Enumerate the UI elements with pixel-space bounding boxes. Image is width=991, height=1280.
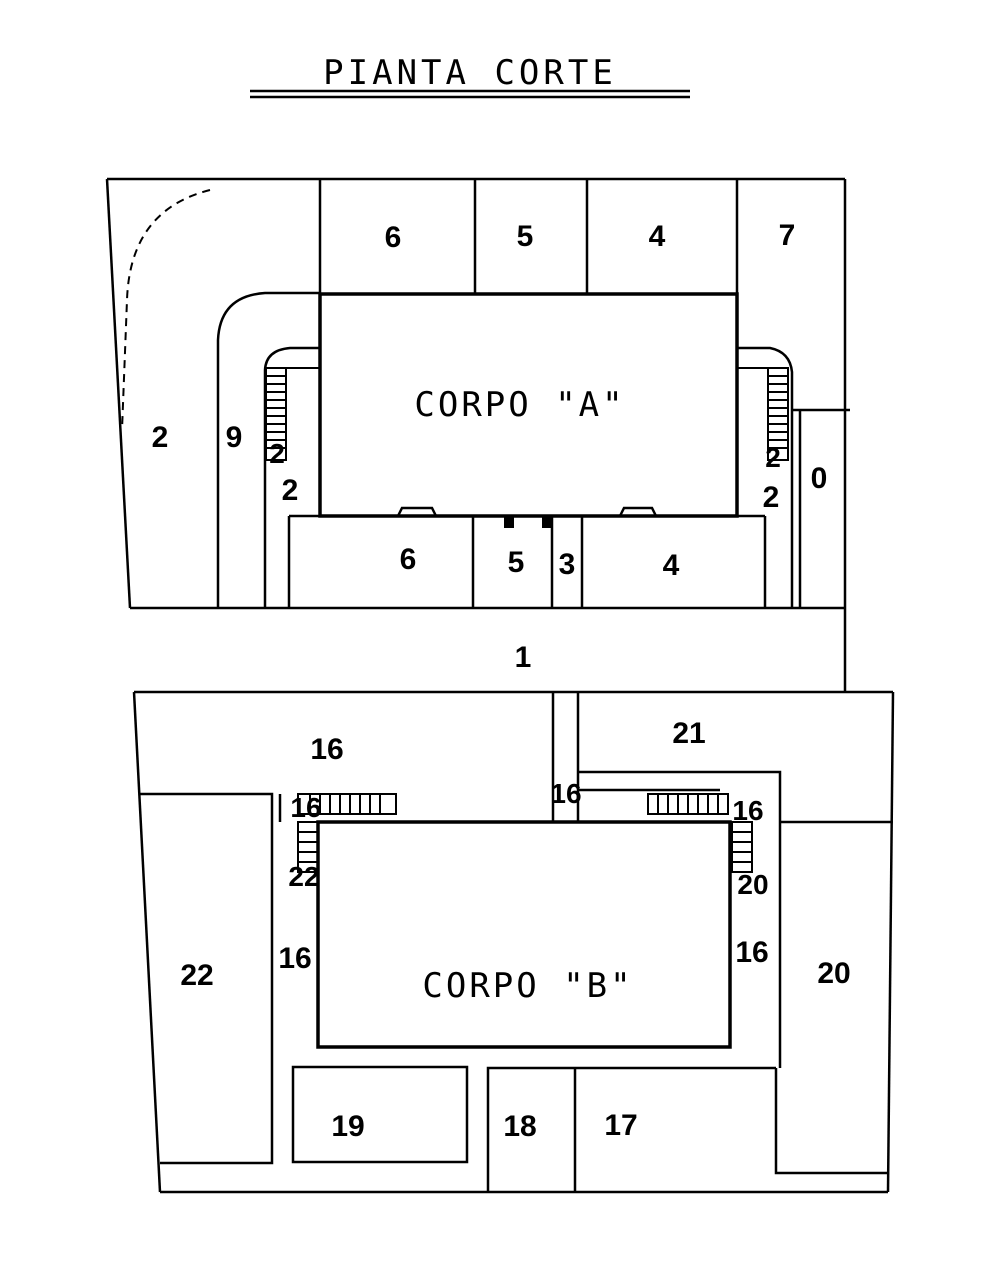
plot-22: 22: [180, 959, 213, 992]
stair-16-right: 16: [732, 795, 763, 826]
plot-17: 17: [604, 1109, 637, 1142]
stair-16-left: 16: [290, 792, 321, 823]
upper-block: CORPO "A": [105, 177, 893, 694]
building-a: [318, 292, 739, 518]
path-16-right: 16: [735, 936, 768, 969]
plot-20: 20: [817, 957, 850, 990]
plot-6-top: 6: [385, 221, 402, 254]
plot-18: 18: [503, 1110, 536, 1143]
stairs-left-b: [297, 793, 397, 873]
path-16-left: 16: [278, 942, 311, 975]
plot-4-top: 4: [649, 220, 666, 253]
stair-22-left: 22: [288, 861, 319, 892]
stair-label-2-right: 2: [765, 442, 781, 473]
stairs-right-a: [737, 367, 789, 461]
lower-block: CORPO "B": [132, 691, 895, 1194]
stairs-right-b: [647, 793, 753, 873]
building-a-label: CORPO "A": [414, 385, 625, 425]
plot-9-left: 9: [226, 421, 243, 454]
plot-2-right: 2: [763, 481, 780, 514]
plot-6-bottom: 6: [400, 543, 417, 576]
building-b-label: CORPO "B": [422, 966, 633, 1006]
stair-label-2-left: 2: [269, 438, 285, 469]
plot-5-top: 5: [517, 220, 534, 253]
plot-19-box: [291, 1065, 469, 1164]
plot-19: 19: [331, 1110, 364, 1143]
stairs-left-a: [265, 367, 320, 461]
plot-2-left-inner: 2: [282, 474, 299, 507]
plot-16-top: 16: [310, 733, 343, 766]
plot-2-left: 2: [152, 421, 169, 454]
courtyard-path-left: [216, 291, 320, 608]
path-16-centre: 16: [550, 778, 581, 809]
plot-21: 21: [672, 717, 705, 750]
road-1: 1: [515, 641, 532, 674]
dashed-boundary: [121, 189, 211, 431]
building-b: [316, 820, 732, 1049]
plot-3-bottom: 3: [559, 548, 576, 581]
plan-title: PIANTA CORTE: [323, 53, 617, 93]
plot-5-bottom: 5: [508, 546, 525, 579]
stair-20-right: 20: [737, 869, 768, 900]
plot-4-bottom: 4: [663, 549, 680, 582]
plot-7-top: 7: [779, 219, 796, 252]
plot-0-right: 0: [811, 462, 828, 495]
